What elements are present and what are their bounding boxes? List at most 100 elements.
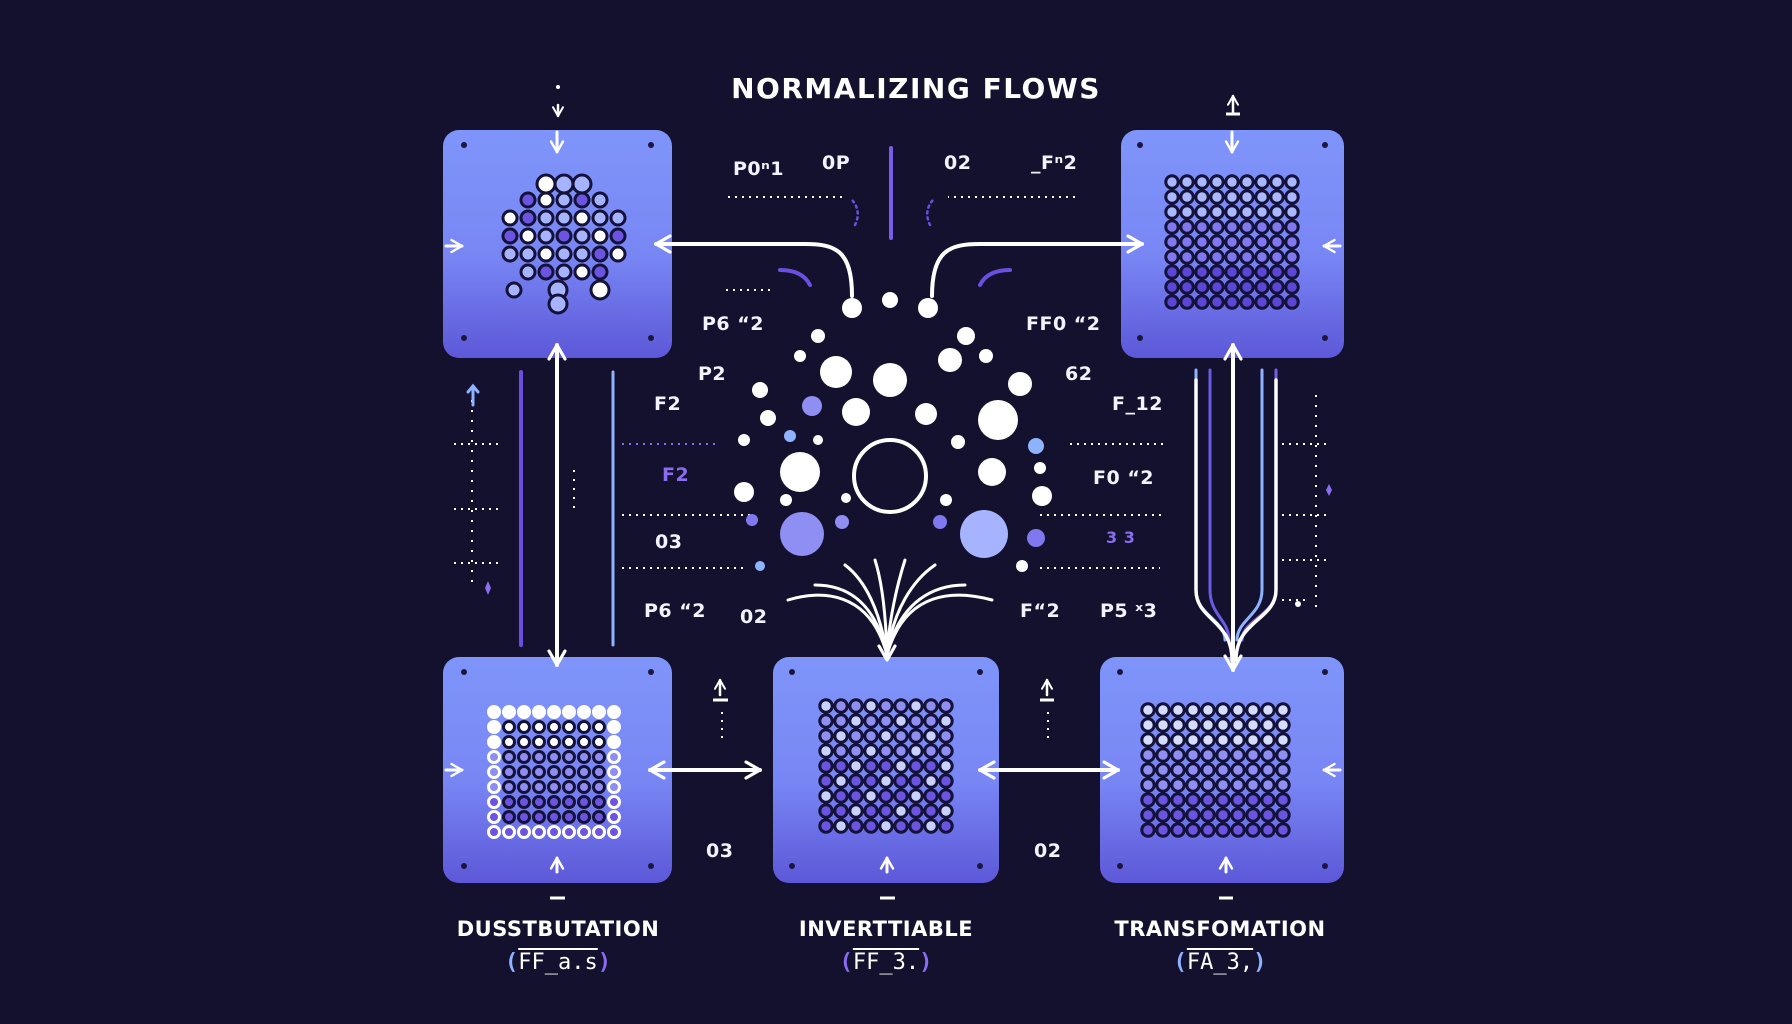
dot bbox=[1209, 174, 1225, 190]
dot bbox=[1200, 747, 1216, 763]
dot bbox=[502, 750, 516, 764]
dot bbox=[519, 227, 537, 245]
dot bbox=[734, 482, 754, 502]
dot bbox=[609, 245, 627, 263]
dot bbox=[1170, 717, 1186, 733]
dot bbox=[505, 281, 523, 299]
dot bbox=[487, 720, 501, 734]
dot bbox=[1254, 174, 1270, 190]
sparkle-icon bbox=[485, 484, 1332, 607]
dot bbox=[502, 765, 516, 779]
dot bbox=[780, 512, 824, 556]
dot bbox=[1215, 747, 1231, 763]
label-f2-left: F2 bbox=[654, 393, 682, 415]
dot bbox=[547, 735, 561, 749]
dot bbox=[1155, 762, 1171, 778]
dot bbox=[487, 705, 501, 719]
dot-grid-icon bbox=[487, 705, 621, 839]
dot bbox=[562, 810, 576, 824]
dot bbox=[547, 293, 569, 315]
caption-distribution-code: (FF_a.s) bbox=[505, 950, 611, 975]
caption-invertible: INVERTTIABLE bbox=[798, 917, 974, 941]
dot bbox=[607, 735, 621, 749]
dot bbox=[591, 209, 609, 227]
dot bbox=[951, 435, 965, 449]
dot bbox=[573, 245, 591, 263]
dot bbox=[738, 434, 750, 446]
dot bbox=[517, 780, 531, 794]
dot bbox=[592, 735, 606, 749]
dot bbox=[1209, 279, 1225, 295]
dot bbox=[1275, 717, 1291, 733]
label-p6-bottom: P6 “2 bbox=[644, 600, 706, 622]
caption-code-text: FA_3, bbox=[1186, 950, 1254, 975]
dot bbox=[863, 743, 879, 759]
dot bbox=[532, 705, 546, 719]
dot bbox=[1269, 279, 1285, 295]
dot bbox=[1215, 792, 1231, 808]
dot bbox=[863, 728, 879, 744]
dot bbox=[1200, 807, 1216, 823]
dot bbox=[517, 825, 531, 839]
dot bbox=[1260, 702, 1276, 718]
dot bbox=[1254, 249, 1270, 265]
dot bbox=[1164, 279, 1180, 295]
dot bbox=[607, 705, 621, 719]
label-f2-purple: F2 bbox=[662, 464, 690, 486]
dot bbox=[562, 780, 576, 794]
dot bbox=[577, 780, 591, 794]
label-03-mid: 03 bbox=[655, 531, 683, 553]
dot bbox=[1179, 249, 1195, 265]
dot bbox=[607, 810, 621, 824]
dot bbox=[607, 750, 621, 764]
dot bbox=[1200, 762, 1216, 778]
dot bbox=[537, 263, 555, 281]
dot bbox=[784, 430, 796, 442]
dotted-lines bbox=[454, 196, 1330, 740]
dot bbox=[571, 173, 593, 195]
dot bbox=[780, 494, 792, 506]
dot bbox=[848, 803, 864, 819]
dot bbox=[835, 515, 849, 529]
dot bbox=[592, 795, 606, 809]
dot bbox=[1239, 249, 1255, 265]
dot bbox=[517, 765, 531, 779]
dot bbox=[487, 825, 501, 839]
dot bbox=[555, 191, 573, 209]
dot bbox=[562, 765, 576, 779]
dot bbox=[908, 728, 924, 744]
dot bbox=[1170, 792, 1186, 808]
dot bbox=[818, 713, 834, 729]
dot bbox=[532, 720, 546, 734]
dot bbox=[487, 735, 501, 749]
dot bbox=[555, 245, 573, 263]
dot bbox=[1170, 807, 1186, 823]
dot bbox=[607, 780, 621, 794]
dot bbox=[833, 698, 849, 714]
dot bbox=[592, 720, 606, 734]
dot bbox=[487, 780, 501, 794]
dot bbox=[818, 698, 834, 714]
dot bbox=[746, 514, 758, 526]
dot bbox=[1140, 807, 1156, 823]
dot bbox=[1260, 732, 1276, 748]
label-top-1: P0ⁿ1 bbox=[733, 158, 785, 180]
dot bbox=[848, 773, 864, 789]
dot bbox=[1245, 762, 1261, 778]
dot bbox=[535, 173, 557, 195]
dot bbox=[577, 750, 591, 764]
dot bbox=[532, 810, 546, 824]
dot bbox=[573, 263, 591, 281]
dot bbox=[1245, 702, 1261, 718]
dot bbox=[1260, 822, 1276, 838]
dot bbox=[1170, 762, 1186, 778]
dot bbox=[1284, 234, 1300, 250]
dot bbox=[1224, 249, 1240, 265]
dot bbox=[1164, 204, 1180, 220]
dot bbox=[1245, 732, 1261, 748]
dot bbox=[573, 209, 591, 227]
dot bbox=[1230, 807, 1246, 823]
dot bbox=[501, 227, 519, 245]
dot bbox=[878, 743, 894, 759]
